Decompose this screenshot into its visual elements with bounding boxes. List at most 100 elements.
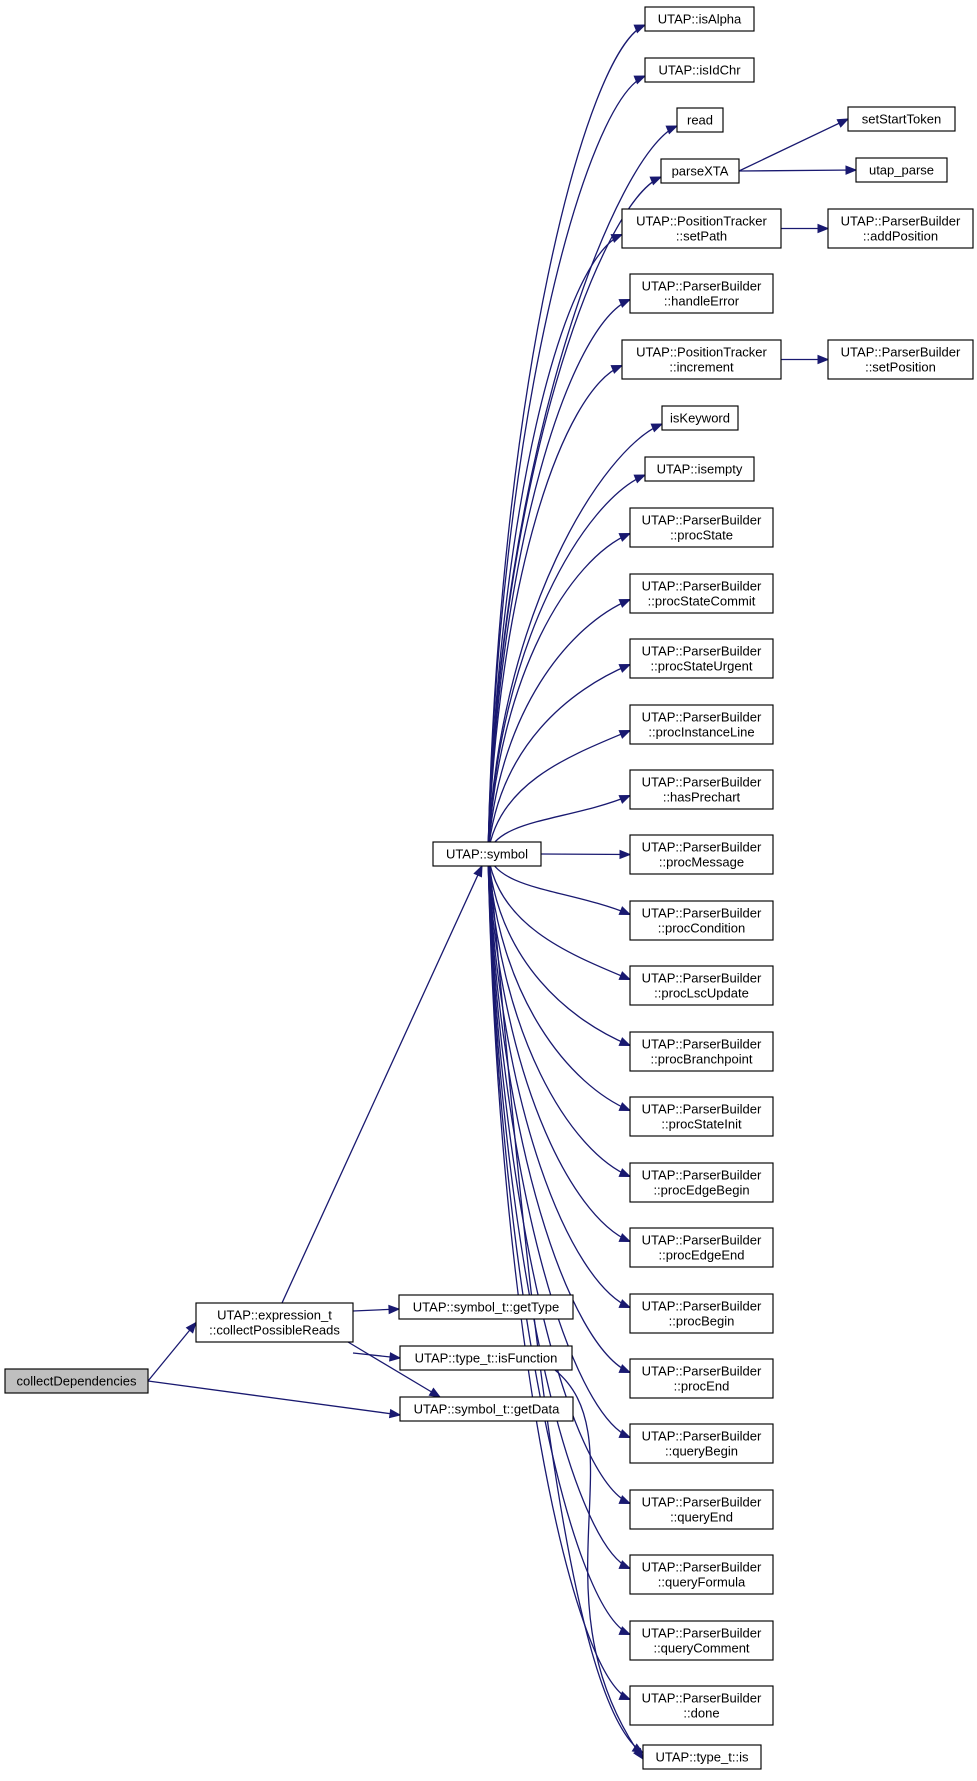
node-box-done xyxy=(629,1685,774,1726)
node-collectDependencies[interactable]: collectDependencies xyxy=(4,1368,149,1394)
node-label-queryFormula-line-0: UTAP::ParserBuilder xyxy=(642,1560,762,1575)
node-label-procEnd-line-1: ::procEnd xyxy=(674,1379,730,1394)
node-label-read-line-0: read xyxy=(687,113,713,128)
node-label-parseXTA-line-0: parseXTA xyxy=(672,164,729,179)
node-procMessage[interactable]: UTAP::ParserBuilder::procMessage xyxy=(629,834,774,875)
node-label-isIdChr-line-0: UTAP::isIdChr xyxy=(658,63,741,78)
node-box-is xyxy=(642,1744,762,1770)
node-label-hasPrechart-line-0: UTAP::ParserBuilder xyxy=(642,775,762,790)
edge-symbol-to-procStateCommit xyxy=(487,598,631,855)
edge-collectPossibleReads-to-symbol xyxy=(281,865,483,1304)
arrowhead-symbol-to-procMessage xyxy=(619,849,632,860)
node-queryComment[interactable]: UTAP::ParserBuilder::queryComment xyxy=(629,1620,774,1661)
arrowhead-symbol-to-isIdChr xyxy=(633,75,647,85)
arrowhead-symbol-to-procState xyxy=(618,532,632,542)
node-getType[interactable]: UTAP::symbol_t::getType xyxy=(398,1294,574,1320)
node-increment[interactable]: UTAP::PositionTracker::increment xyxy=(621,339,782,380)
node-box-setPath xyxy=(621,208,782,249)
node-queryEnd[interactable]: UTAP::ParserBuilder::queryEnd xyxy=(629,1489,774,1530)
node-procStateCommit[interactable]: UTAP::ParserBuilder::procStateCommit xyxy=(629,573,774,614)
node-procBegin[interactable]: UTAP::ParserBuilder::procBegin xyxy=(629,1293,774,1334)
node-done[interactable]: UTAP::ParserBuilder::done xyxy=(629,1685,774,1726)
node-symbol[interactable]: UTAP::symbol xyxy=(432,841,542,867)
node-label-collectDependencies-line-0: collectDependencies xyxy=(17,1374,137,1389)
node-queryFormula[interactable]: UTAP::ParserBuilder::queryFormula xyxy=(629,1554,774,1595)
node-queryBegin[interactable]: UTAP::ParserBuilder::queryBegin xyxy=(629,1423,774,1464)
node-procEdgeEnd[interactable]: UTAP::ParserBuilder::procEdgeEnd xyxy=(629,1227,774,1268)
edge-symbol-to-increment xyxy=(487,364,623,855)
node-isFunction[interactable]: UTAP::type_t::isFunction xyxy=(399,1345,573,1371)
node-label-procLscUpdate-line-1: ::procLscUpdate xyxy=(654,986,749,1001)
arrowhead-collectDependencies-to-getData xyxy=(388,1408,402,1419)
node-procEdgeBegin[interactable]: UTAP::ParserBuilder::procEdgeBegin xyxy=(629,1162,774,1203)
node-label-procEdgeEnd-line-1: ::procEdgeEnd xyxy=(658,1248,744,1263)
node-setStartToken[interactable]: setStartToken xyxy=(847,106,956,132)
node-parseXTA[interactable]: parseXTA xyxy=(660,158,740,184)
node-procStateInit[interactable]: UTAP::ParserBuilder::procStateInit xyxy=(629,1096,774,1137)
node-label-symbol-line-0: UTAP::symbol xyxy=(446,847,528,862)
node-label-procInstanceLine-line-1: ::procInstanceLine xyxy=(648,725,754,740)
node-setPosition[interactable]: UTAP::ParserBuilder::setPosition xyxy=(827,339,974,380)
arrowhead-symbol-to-procStateUrgent xyxy=(618,663,632,673)
arrowhead-symbol-to-read xyxy=(665,125,679,135)
arrowhead-symbol-to-setPath xyxy=(610,233,624,243)
node-box-procState xyxy=(629,507,774,548)
node-isempty[interactable]: UTAP::isempty xyxy=(644,456,755,482)
node-box-queryFormula xyxy=(629,1554,774,1595)
node-box-isAlpha xyxy=(644,6,755,32)
arrowhead-symbol-to-procEdgeEnd xyxy=(618,1233,632,1243)
node-box-isempty xyxy=(644,456,755,482)
node-setPath[interactable]: UTAP::PositionTracker::setPath xyxy=(621,208,782,249)
edge-symbol-to-handleError xyxy=(487,298,631,855)
node-procEnd[interactable]: UTAP::ParserBuilder::procEnd xyxy=(629,1358,774,1399)
node-label-procStateCommit-line-1: ::procStateCommit xyxy=(648,594,756,609)
node-utap_parse[interactable]: utap_parse xyxy=(855,157,948,183)
edge-symbol-to-setPath xyxy=(487,233,623,855)
edge-symbol-to-procMessage xyxy=(540,853,631,856)
arrowhead-symbol-to-queryComment xyxy=(618,1626,632,1636)
node-label-hasPrechart-line-1: ::hasPrechart xyxy=(663,790,741,805)
node-isAlpha[interactable]: UTAP::isAlpha xyxy=(644,6,755,32)
edge-isFunction-to-is xyxy=(554,1369,644,1760)
edge-parseXTA-to-setStartToken xyxy=(738,118,849,172)
arrowhead-collectPossibleReads-to-getType xyxy=(388,1304,401,1315)
node-box-procEdgeEnd xyxy=(629,1227,774,1268)
node-box-addPosition xyxy=(827,208,974,249)
arrowhead-symbol-to-increment xyxy=(610,364,624,374)
node-hasPrechart[interactable]: UTAP::ParserBuilder::hasPrechart xyxy=(629,769,774,810)
node-read[interactable]: read xyxy=(676,107,724,133)
arrowhead-symbol-to-isKeyword xyxy=(650,423,664,433)
node-box-hasPrechart xyxy=(629,769,774,810)
node-isKeyword[interactable]: isKeyword xyxy=(661,405,739,431)
edge-symbol-to-isempty xyxy=(487,474,646,855)
node-label-done-line-0: UTAP::ParserBuilder xyxy=(642,1691,762,1706)
node-getData[interactable]: UTAP::symbol_t::getData xyxy=(399,1396,574,1422)
edge-symbol-to-isAlpha xyxy=(487,24,646,855)
node-label-collectPossibleReads-line-1: ::collectPossibleReads xyxy=(209,1323,340,1338)
node-handleError[interactable]: UTAP::ParserBuilder::handleError xyxy=(629,273,774,314)
edge-collectPossibleReads-to-getData xyxy=(347,1341,441,1398)
arrowhead-symbol-to-hasPrechart xyxy=(618,794,632,804)
edge-symbol-to-procStateInit xyxy=(487,853,631,1112)
node-label-procStateInit-line-0: UTAP::ParserBuilder xyxy=(642,1102,762,1117)
node-addPosition[interactable]: UTAP::ParserBuilder::addPosition xyxy=(827,208,974,249)
node-procInstanceLine[interactable]: UTAP::ParserBuilder::procInstanceLine xyxy=(629,704,774,745)
arrowhead-symbol-to-done xyxy=(618,1691,632,1701)
node-label-procCondition-line-1: ::procCondition xyxy=(658,921,745,936)
node-procCondition[interactable]: UTAP::ParserBuilder::procCondition xyxy=(629,900,774,941)
node-box-queryEnd xyxy=(629,1489,774,1530)
node-procStateUrgent[interactable]: UTAP::ParserBuilder::procStateUrgent xyxy=(629,638,774,679)
node-procBranchpoint[interactable]: UTAP::ParserBuilder::procBranchpoint xyxy=(629,1031,774,1072)
node-box-symbol xyxy=(432,841,542,867)
node-isIdChr[interactable]: UTAP::isIdChr xyxy=(644,57,755,83)
node-box-setPosition xyxy=(827,339,974,380)
node-is[interactable]: UTAP::type_t::is xyxy=(642,1744,762,1770)
node-procState[interactable]: UTAP::ParserBuilder::procState xyxy=(629,507,774,548)
node-label-procCondition-line-0: UTAP::ParserBuilder xyxy=(642,906,762,921)
arrowhead-parseXTA-to-utap_parse xyxy=(845,165,858,175)
node-label-setPosition-line-0: UTAP::ParserBuilder xyxy=(841,345,961,360)
node-box-parseXTA xyxy=(660,158,740,184)
node-collectPossibleReads[interactable]: UTAP::expression_t::collectPossibleReads xyxy=(195,1302,354,1343)
node-procLscUpdate[interactable]: UTAP::ParserBuilder::procLscUpdate xyxy=(629,965,774,1006)
node-box-queryBegin xyxy=(629,1423,774,1464)
